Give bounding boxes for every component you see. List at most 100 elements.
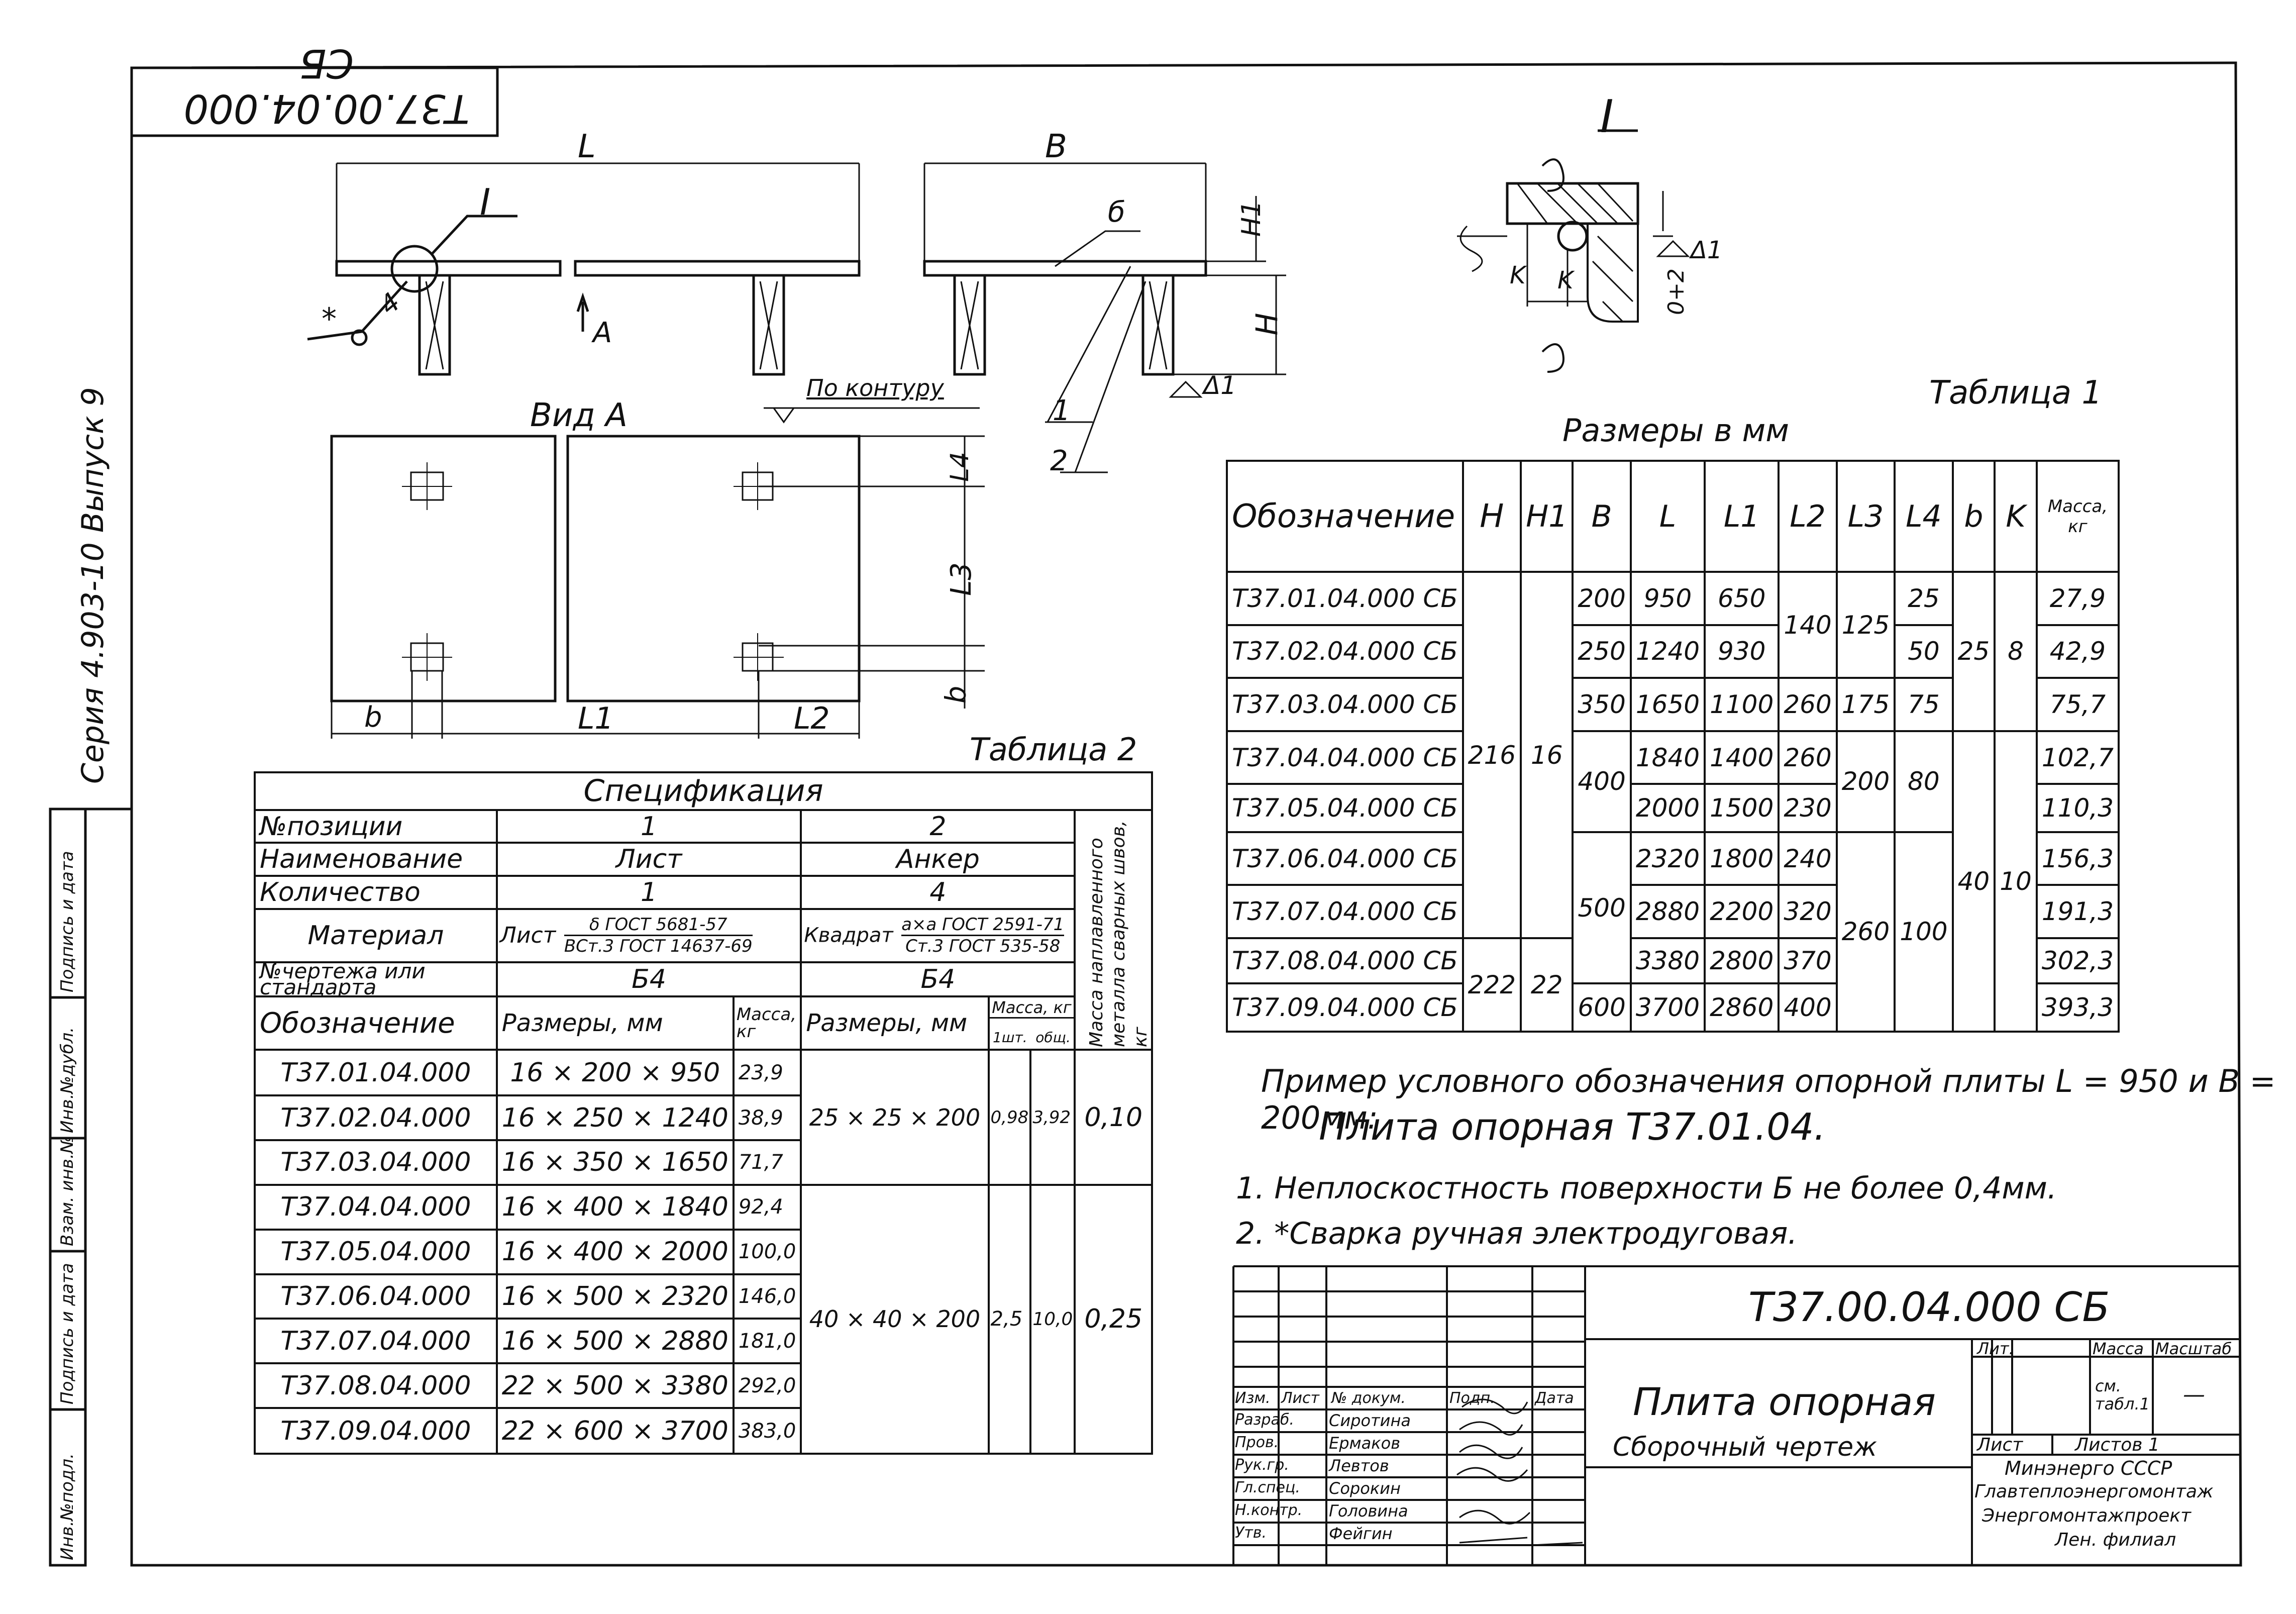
spec-row-size: 16 × 400 × 1840 [495,1183,735,1231]
table1-h-222: 222 [1462,937,1522,1033]
table1-cell: 1240 [1629,624,1706,679]
table1-cell: 1500 [1704,783,1780,833]
spec-row-mass: 92,4 [732,1183,802,1231]
table1-row-code: Т37.03.04.000 СБ [1226,677,1464,732]
note-2: 2. *Сварка ручная электродуговая. [1236,1216,1798,1251]
title-org-3: Энергомонтажпроект [1982,1505,2191,1526]
table1-cell: 950 [1629,571,1706,626]
change-header-date: Дата [1535,1389,1574,1407]
table1-l3-125: 125 [1835,571,1896,679]
view-a-title: Вид А [530,397,628,434]
side-stamp [49,808,132,1567]
spec-row-mass: 383,0 [732,1407,802,1455]
spec-pos1-material-top: δ ГОСТ 5681-57 [564,915,753,937]
table1-cell: 25 [1894,571,1954,626]
table1-cell: 1100 [1704,677,1780,732]
table1-cell: 75 [1894,677,1954,732]
spec-title: Спецификация [254,771,1153,811]
table1-cell: 930 [1704,624,1780,679]
table1-header-l1: L1 [1704,459,1780,573]
dim-b-label: B [1045,128,1067,165]
spec-label-designation: Обозначение [254,995,498,1051]
table1-header-b-small: b [1951,459,1996,573]
title-name: Плита опорная [1633,1379,1936,1424]
role-name: Сиротина [1329,1411,1411,1430]
table1-h-216: 216 [1462,571,1522,939]
dim-l-label: L [578,128,596,165]
table1-b-25: 25 [1951,571,1996,732]
table1-cell: 240 [1778,831,1838,886]
role-name: Головина [1329,1501,1408,1521]
spec-pos2-mass-header-cell: Масса, кг 1шт. общ. [987,995,1076,1051]
spec-row-mass: 23,9 [732,1049,802,1097]
spec-row-size: 16 × 500 × 2320 [495,1273,735,1320]
table1-cell: 400 [1778,982,1838,1033]
table1-l4-80: 80 [1894,730,1954,833]
spec-pos2-mass-total-header: общ. [1035,1029,1071,1046]
title-scale-value: — [2183,1382,2205,1407]
title-mass-value: см. табл.1 [2095,1376,2150,1414]
table1-cell: 2000 [1629,783,1706,833]
table1-cell: 175 [1835,677,1896,732]
table1-cell: 200 [1572,571,1632,626]
spec-weld-header: Масса наплавленного металла сварных швов… [1074,809,1153,1051]
table1-h1-16: 16 [1520,571,1574,939]
spec-row-mass: 146,0 [732,1273,802,1320]
table1-mass: 75,7 [2035,677,2120,732]
spec-row-size: 16 × 200 × 950 [495,1049,735,1097]
dim-b-bottom-label: b [364,701,382,734]
table1-subtitle: Размеры в мм [1562,412,1790,449]
title-lit-header: Лит. [1977,1339,2014,1358]
spec-anchor-large-m1: 2,5 [987,1183,1032,1455]
spec-pos2-material-bottom: Ст.3 ГОСТ 535-58 [905,936,1061,957]
table1-l2-140: 140 [1778,571,1838,679]
table2-caption: Таблица 2 [970,731,1137,768]
spec-row-code: Т37.04.04.000 [254,1183,498,1231]
spec-pos2-mass-header: Масса, кг [990,998,1073,1019]
spec-anchor-large-m2: 10,0 [1029,1183,1076,1455]
spec-anchor-small-m2: 3,92 [1029,1049,1076,1186]
note-1: 1. Неплоскостность поверхности Б не боле… [1236,1171,2057,1206]
table1-row-code: Т37.07.04.000 СБ [1226,884,1464,939]
title-scale-header: Масштаб [2155,1339,2232,1358]
table1-cell: 230 [1778,783,1838,833]
frame-border [130,61,2242,1567]
spec-pos1-num: 1 [495,809,802,844]
role-label: Рук.гр. [1235,1456,1289,1474]
table1-b-40: 40 [1951,730,1996,1033]
table1-mass: 191,3 [2035,884,2120,939]
front-view [307,162,861,376]
table1-b-500: 500 [1572,831,1632,985]
title-sheets: Листов 1 [2075,1435,2160,1455]
detail-i [1457,129,1690,373]
position-1-label: 1 [1053,394,1071,427]
table1-cell: 1800 [1704,831,1780,886]
spec-pos1-material-bottom: ВСт.3 ГОСТ 14637-69 [564,936,753,957]
spec-pos2-material-top: а×а ГОСТ 2591-71 [901,915,1065,937]
spec-row-code: Т37.07.04.000 [254,1318,498,1365]
weld-star: * [322,301,337,337]
spec-label-position: №позиции [254,809,498,844]
table1-cell: 3380 [1629,937,1706,985]
table1-mass: 393,3 [2035,982,2120,1033]
table1-header-l2: L2 [1778,459,1838,573]
spec-row-size: 22 × 600 × 3700 [495,1407,735,1455]
spec-row-code: Т37.05.04.000 [254,1228,498,1275]
table1-cell: 1400 [1704,730,1780,785]
role-label: Пров. [1235,1434,1279,1451]
table1-header-l: L [1629,459,1706,573]
spec-pos2-sizes-header: Размеры, мм [800,995,990,1051]
spec-row-code: Т37.06.04.000 [254,1273,498,1320]
table1-header-l3: L3 [1835,459,1896,573]
role-label: Разраб. [1235,1411,1294,1429]
table1-mass: 102,7 [2035,730,2120,785]
role-name: Левтов [1329,1456,1389,1475]
title-subname: Сборочный чертеж [1613,1432,1877,1462]
table1-header-mass: Масса, кг [2035,459,2120,573]
table1-header-h: H [1462,459,1522,573]
spec-row-code: Т37.01.04.000 [254,1049,498,1097]
po-konturu-label: По контуру [806,374,944,401]
table1-cell: 650 [1704,571,1780,626]
table1-l3-200: 200 [1835,730,1896,833]
